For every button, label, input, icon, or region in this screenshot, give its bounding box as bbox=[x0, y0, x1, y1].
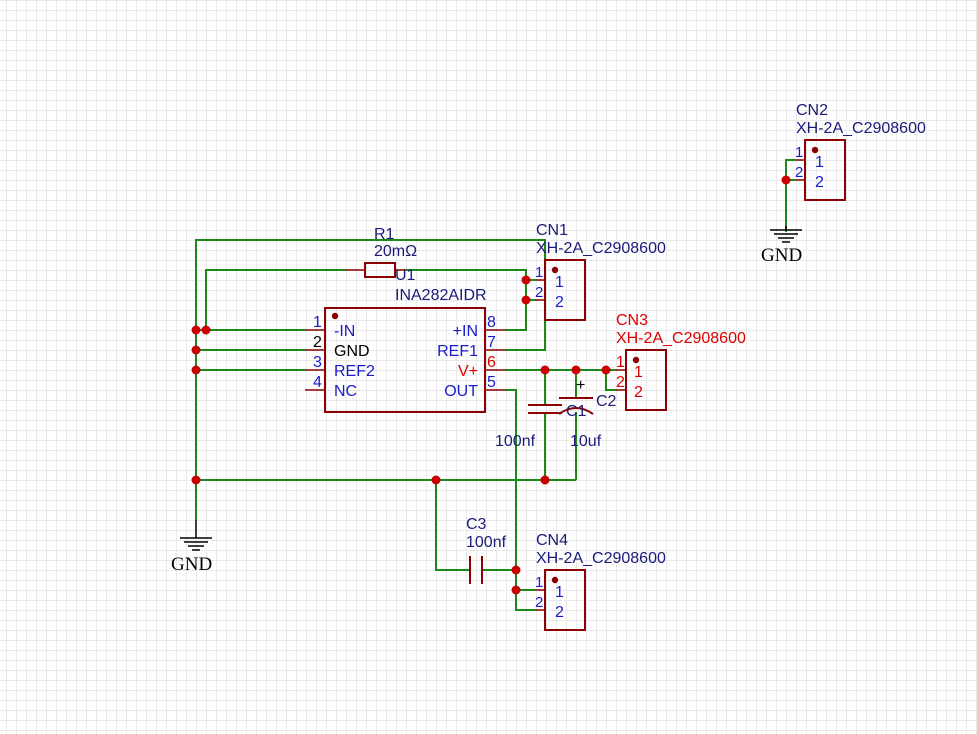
junction bbox=[191, 345, 201, 355]
cn1-pin-num: 2 bbox=[535, 284, 543, 301]
c2-value: 100nf bbox=[495, 433, 536, 450]
u1-pin1-marker bbox=[331, 312, 339, 320]
c1-capacitor[interactable]: + C1 10uf bbox=[558, 377, 602, 450]
junction bbox=[191, 325, 201, 335]
cn4-connector[interactable]: CN4 XH-2A_C2908600 1 2 1 2 bbox=[535, 532, 666, 631]
u1-ic[interactable]: U1 INA282AIDR 1 2 3 4 -IN GND REF2 NC 8 … bbox=[305, 267, 505, 413]
u1-pin-name: GND bbox=[334, 343, 370, 360]
junction bbox=[601, 365, 611, 375]
cn1-connector[interactable]: CN1 XH-2A_C2908600 1 2 1 2 bbox=[535, 222, 666, 321]
u1-pin-num: 5 bbox=[487, 374, 496, 391]
wire-out bbox=[505, 389, 535, 611]
r1-resistor[interactable]: R1 20mΩ bbox=[345, 226, 417, 278]
wire-r1-right bbox=[405, 269, 527, 280]
junction bbox=[571, 365, 581, 375]
wire-top-loop bbox=[195, 239, 546, 330]
cn3-pin-num: 2 bbox=[616, 374, 625, 391]
junction bbox=[521, 295, 531, 305]
cn4-pin-num: 1 bbox=[535, 574, 543, 591]
u1-pin-num: 8 bbox=[487, 314, 496, 331]
cn2-ref: CN2 bbox=[796, 102, 828, 119]
cn3-pin-num: 1 bbox=[616, 354, 625, 371]
cn1-value: XH-2A_C2908600 bbox=[536, 240, 666, 257]
gnd-symbol-left: GND bbox=[171, 520, 212, 575]
c1-value: 10uf bbox=[570, 433, 602, 450]
cn1-pin-name: 2 bbox=[555, 294, 564, 311]
c3-value: 100nf bbox=[466, 534, 507, 551]
u1-pin-name: OUT bbox=[444, 383, 478, 400]
wire-cn3-p2 bbox=[605, 370, 616, 391]
cn4-pin-name: 2 bbox=[555, 604, 564, 621]
u1-pin-name: -IN bbox=[334, 323, 355, 340]
cn3-pin-name: 2 bbox=[634, 384, 643, 401]
junction bbox=[540, 475, 550, 485]
u1-pin-num: 3 bbox=[313, 354, 322, 371]
cn2-pin-num: 1 bbox=[795, 144, 803, 161]
gnd-symbol-right: GND bbox=[761, 226, 802, 266]
u1-pin-num: 4 bbox=[313, 374, 322, 391]
wires bbox=[195, 159, 795, 611]
cn1-ref: CN1 bbox=[536, 222, 568, 239]
cn2-pin-name: 1 bbox=[815, 154, 824, 171]
cn4-value: XH-2A_C2908600 bbox=[536, 550, 666, 567]
junction bbox=[511, 565, 521, 575]
junction bbox=[191, 365, 201, 375]
cn2-value: XH-2A_C2908600 bbox=[796, 120, 926, 137]
junction bbox=[521, 275, 531, 285]
gnd-label: GND bbox=[761, 245, 802, 266]
u1-pin-name: REF1 bbox=[437, 343, 478, 360]
cn2-connector[interactable]: CN2 XH-2A_C2908600 1 2 1 2 bbox=[795, 102, 926, 201]
cn4-ref: CN4 bbox=[536, 532, 568, 549]
cn3-value: XH-2A_C2908600 bbox=[616, 330, 746, 347]
r1-ref: R1 bbox=[374, 226, 395, 243]
c2-capacitor[interactable]: C2 100nf bbox=[495, 393, 617, 450]
r1-body bbox=[364, 262, 396, 278]
cn1-pin-num: 1 bbox=[535, 264, 543, 281]
c1-polarity-mark: + bbox=[576, 377, 585, 394]
cn2-pin-name: 2 bbox=[815, 174, 824, 191]
u1-pin-name: V+ bbox=[458, 363, 478, 380]
u1-pin-num: 1 bbox=[313, 314, 322, 331]
junctions bbox=[191, 175, 791, 595]
c3-capacitor[interactable]: C3 100nf bbox=[466, 516, 507, 584]
junction bbox=[201, 325, 211, 335]
cn1-pin-name: 1 bbox=[555, 274, 564, 291]
junction bbox=[540, 365, 550, 375]
u1-pin-name: NC bbox=[334, 383, 357, 400]
wire-in-pos bbox=[505, 280, 527, 331]
wire-ref1 bbox=[505, 320, 546, 351]
u1-value: INA282AIDR bbox=[395, 287, 487, 304]
u1-pin-num: 7 bbox=[487, 334, 496, 351]
r1-value: 20mΩ bbox=[374, 243, 417, 260]
u1-pin-num: 6 bbox=[487, 354, 496, 371]
cn2-pin-num: 2 bbox=[795, 164, 803, 181]
cn3-connector[interactable]: CN3 XH-2A_C2908600 1 2 1 2 bbox=[616, 312, 746, 411]
junction bbox=[511, 585, 521, 595]
u1-body bbox=[324, 307, 486, 413]
c3-ref: C3 bbox=[466, 516, 487, 533]
u1-pin-num: 2 bbox=[313, 334, 322, 351]
wire-r1-left bbox=[205, 269, 345, 330]
u1-pin-name: REF2 bbox=[334, 363, 375, 380]
u1-ref: U1 bbox=[395, 267, 416, 284]
junction bbox=[781, 175, 791, 185]
u1-pin-name: +IN bbox=[453, 323, 478, 340]
c1-ref: C1 bbox=[566, 403, 587, 420]
wire-c3-left bbox=[435, 480, 470, 571]
c2-ref: C2 bbox=[596, 393, 617, 410]
cn4-pin-name: 1 bbox=[555, 584, 564, 601]
gnd-label: GND bbox=[171, 554, 212, 575]
junction bbox=[191, 475, 201, 485]
cn4-pin-num: 2 bbox=[535, 594, 543, 611]
cn3-pin-name: 1 bbox=[634, 364, 643, 381]
cn3-ref: CN3 bbox=[616, 312, 648, 329]
junction bbox=[431, 475, 441, 485]
